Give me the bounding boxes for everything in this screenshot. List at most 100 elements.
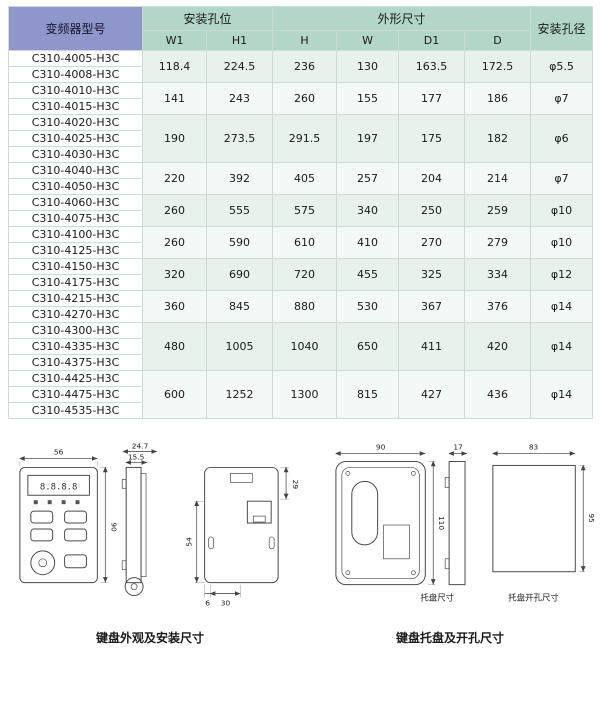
keypad-button — [30, 528, 54, 542]
mounting-slot — [208, 536, 214, 550]
header-hole-diameter: 安装孔径 — [530, 6, 594, 51]
table-row: C310-4015-H3C — [8, 98, 593, 115]
keypad-back-view: 29 54 6 30 — [185, 466, 300, 607]
dim-front-width: 56 — [54, 448, 64, 457]
right-caption: 键盘托盘及开孔尺寸 — [395, 631, 504, 645]
hole-diameter-cell: φ5.5 — [530, 50, 594, 83]
dimension-cell: 197 — [336, 114, 400, 163]
model-cell: C310-4010-H3C — [8, 82, 143, 99]
tray-side-view: 17 — [444, 443, 467, 586]
dimension-cell: 270 — [398, 226, 466, 259]
table-row: C310-4050-H3C — [8, 178, 593, 195]
model-cell: C310-4475-H3C — [8, 386, 143, 403]
dim-side-depth-inner: 15.5 — [128, 452, 145, 461]
dimension-cell: 190 — [142, 114, 207, 163]
screw-hole — [345, 471, 351, 476]
dimension-cell: 427 — [398, 370, 466, 419]
dimension-cell: 220 — [142, 162, 207, 195]
dim-front-height: 90 — [109, 522, 118, 532]
dimension-cell: 118.4 — [142, 50, 207, 83]
dimension-cell: 1300 — [272, 370, 338, 419]
keypad-knob — [30, 550, 56, 576]
dimension-cell: 410 — [336, 226, 400, 259]
mounting-slot — [268, 536, 275, 550]
dimension-cell: 175 — [398, 114, 466, 163]
dimension-cell: 130 — [336, 50, 400, 83]
header-col-H1: H1 — [205, 30, 274, 51]
indicator-led — [47, 500, 52, 505]
dimension-cell: 224.5 — [205, 50, 274, 83]
drawings-row: 56 8.8.8.8 90 — [0, 441, 600, 621]
model-cell: C310-4008-H3C — [8, 66, 143, 83]
model-cell: C310-4175-H3C — [8, 274, 143, 291]
dim-opening-width: 83 — [529, 443, 539, 452]
model-cell: C310-4335-H3C — [8, 338, 143, 355]
tray-window — [383, 524, 410, 560]
hole-diameter-cell: φ7 — [530, 162, 594, 195]
table-row: C310-4175-H3C — [8, 274, 593, 291]
tray-opening-view: 83 95 — [491, 443, 596, 573]
dimension-cell: 610 — [272, 226, 338, 259]
screw-hole — [410, 471, 416, 476]
model-cell: C310-4215-H3C — [8, 290, 143, 307]
dimension-cell: 600 — [142, 370, 207, 419]
dimension-cell: 815 — [336, 370, 400, 419]
dimension-cell: 155 — [336, 82, 400, 115]
model-cell: C310-4020-H3C — [8, 114, 143, 131]
model-cell: C310-4150-H3C — [8, 258, 143, 275]
dimension-cell: 186 — [464, 82, 532, 115]
tray-outline — [335, 460, 426, 586]
dimension-cell: 436 — [464, 370, 532, 419]
tray-front-view: 90 110 — [335, 443, 446, 586]
dimension-cell: 360 — [142, 290, 207, 323]
dimension-cell: 172.5 — [464, 50, 532, 83]
table-row: C310-4030-H3C — [8, 146, 593, 163]
table-row: C310-4270-H3C — [8, 306, 593, 323]
dimension-cell: 530 — [336, 290, 400, 323]
screw-hole — [345, 570, 351, 576]
dim-tray-height: 110 — [437, 516, 446, 530]
model-cell: C310-4025-H3C — [8, 130, 143, 147]
header-outline-dims: 外形尺寸 — [272, 6, 532, 31]
dim-hole-spacing: 30 — [221, 598, 231, 607]
dimension-cell: 411 — [398, 322, 466, 371]
rj45-notch — [252, 515, 266, 523]
dimension-cell: 455 — [336, 258, 400, 291]
header-row-groups: 变频器型号 安装孔位 外形尺寸 安装孔径 — [8, 6, 594, 51]
tray-side-tab — [444, 558, 450, 570]
table-row: C310-4475-H3C — [8, 386, 593, 403]
dimension-cell: 273.5 — [205, 114, 274, 163]
dimension-cell: 590 — [205, 226, 274, 259]
keypad-button — [30, 510, 54, 524]
tray-inner — [341, 467, 420, 580]
opening-label: 托盘开孔尺寸 — [508, 593, 559, 603]
keypad-button — [64, 554, 87, 569]
header-mounting-holes: 安装孔位 — [141, 6, 274, 31]
dimension-cell: 279 — [464, 226, 532, 259]
dim-tray-depth: 17 — [453, 443, 463, 452]
keypad-display — [27, 474, 90, 496]
dim-back-side-height: 54 — [185, 537, 194, 547]
keypad-back-outline — [204, 466, 279, 584]
hole-diameter-cell: φ6 — [530, 114, 594, 163]
dimension-cell: 260 — [142, 194, 207, 227]
side-knob-center — [130, 583, 138, 590]
dimension-cell: 334 — [464, 258, 532, 291]
dimension-cell: 325 — [398, 258, 466, 291]
indicator-led — [61, 500, 66, 505]
model-cell: C310-4125-H3C — [8, 242, 143, 259]
dimension-cell: 243 — [205, 82, 274, 115]
rj45-port — [246, 500, 272, 524]
mounting-tab — [121, 479, 127, 489]
tray-label: 托盘尺寸 — [420, 593, 454, 603]
dimension-cell: 690 — [205, 258, 274, 291]
